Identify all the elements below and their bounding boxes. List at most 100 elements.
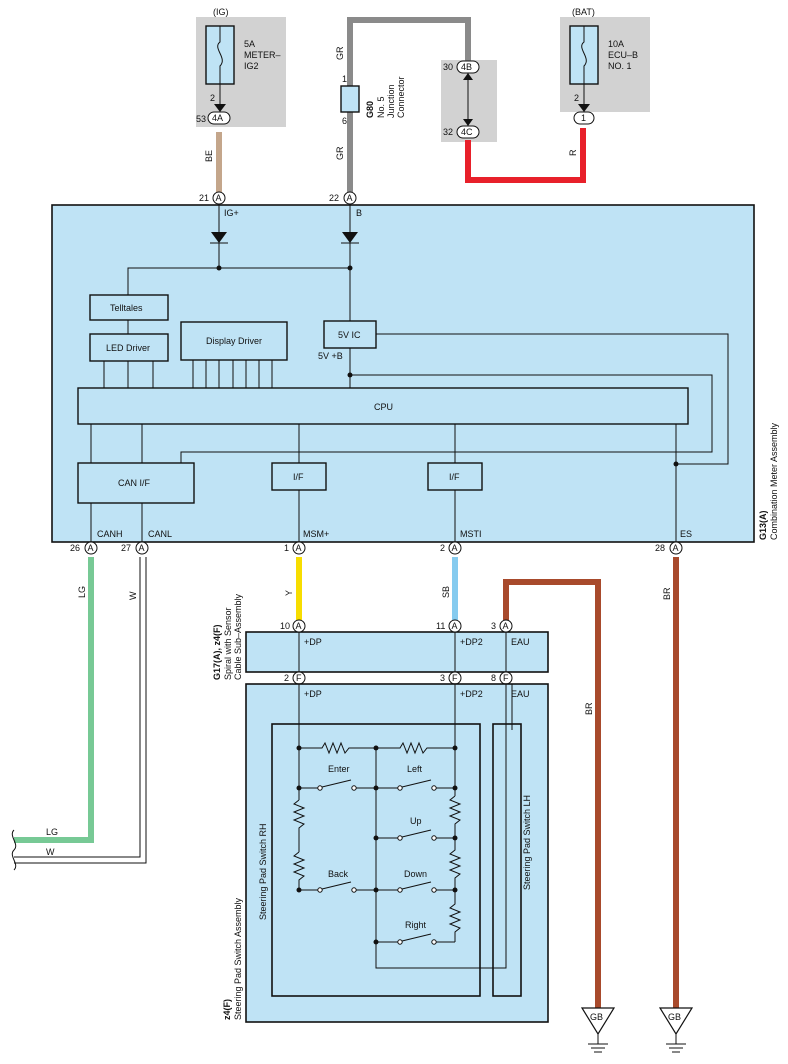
switch-left-icon [401, 779, 432, 788]
wire-label-lg: LG [77, 586, 87, 598]
ic-5v-block [323, 320, 377, 349]
switch-right-icon [401, 933, 432, 942]
spiral-f-pin-2: 2 [284, 673, 289, 683]
switch-enter-icon [321, 779, 352, 788]
spiral-dp2-label: +DP2 [460, 637, 483, 647]
meter-pin-26: 26 [70, 543, 80, 553]
display-driver-block [180, 321, 288, 361]
meter-pin-1-conn [292, 541, 306, 555]
g80-line3: Connector [396, 76, 406, 118]
spiral-pin-3a-label: A [503, 621, 509, 631]
wire-label-lg-bottom: LG [46, 827, 58, 837]
spiral-f-pin-8-label: F [503, 673, 509, 683]
spiral-line1: Spiral with Sensor [223, 607, 233, 680]
wire-label-gr-top: GR [335, 46, 345, 60]
ig-name2: IG2 [244, 61, 259, 71]
meter-pin-28: 28 [655, 543, 665, 553]
meter-name: Combination Meter Assembly [769, 422, 779, 540]
led-driver-label: LED Driver [106, 343, 150, 353]
meter-pin-26-label: A [88, 543, 94, 553]
junction-pin-bot: 32 [443, 127, 453, 137]
switch-back-label: Back [328, 869, 349, 879]
ig-pin-a: 2 [210, 93, 215, 103]
switch-enter-label: Enter [328, 764, 350, 774]
meter-canl-label: CANL [148, 529, 172, 539]
wire-label-be: BE [204, 150, 214, 162]
spiral-id: G17(A), z4(F) [212, 624, 222, 680]
g80-id: G80 [365, 101, 375, 118]
meter-pin-1-label: A [296, 543, 302, 553]
switch-down-icon [401, 881, 432, 890]
bat-arrow-icon [578, 104, 590, 112]
bat-name2: NO. 1 [608, 61, 632, 71]
spiral-pin-11: 11 [436, 621, 445, 631]
meter-msti-label: MSTI [460, 529, 482, 539]
if2-block [427, 462, 483, 491]
steering-eau-label: EAU [511, 689, 530, 699]
spiral-f-pin-3-label: F [452, 673, 458, 683]
led-driver-block [89, 333, 169, 362]
meter-pin-27: 27 [121, 543, 131, 553]
ground-right-label: GB [668, 1012, 681, 1022]
switch-right-label: Right [405, 920, 427, 930]
ig-arrow-icon [214, 104, 226, 112]
junction-connector-bottom [456, 125, 480, 139]
meter-pin-1: 1 [284, 543, 289, 553]
switch-rh-label: Steering Pad Switch RH [258, 823, 268, 920]
steering-id: z4(F) [222, 999, 232, 1020]
switch-left-label: Left [407, 764, 423, 774]
switch-up-label: Up [410, 816, 422, 826]
telltales-label: Telltales [110, 303, 143, 313]
resistor-6-icon [448, 836, 462, 890]
resistor-4-icon [292, 851, 306, 890]
junction-pin-top: 30 [443, 62, 453, 72]
ig-label: (IG) [213, 7, 229, 17]
wire-label-sb: SB [441, 586, 451, 598]
junction-conn-top: 4B [461, 62, 472, 72]
meter-pin-22-label: A [347, 193, 353, 203]
ig-name1: METER– [244, 50, 281, 60]
wire-r [465, 128, 586, 183]
if1-label: I/F [293, 472, 304, 482]
switch-up-icon [401, 829, 432, 838]
switch-rh-box [271, 723, 481, 997]
switch-lh-box [492, 723, 522, 997]
ig-rating: 5A [244, 39, 255, 49]
meter-pin-26-conn [84, 541, 98, 555]
bat-pin-a: 2 [574, 93, 579, 103]
meter-pin-2-label: A [452, 543, 458, 553]
spiral-pin-11-label: A [452, 621, 458, 631]
resistor-1-icon [299, 741, 376, 755]
cpu-label: CPU [374, 402, 393, 412]
if2-label: I/F [449, 472, 460, 482]
v5b-label: 5V +B [318, 351, 343, 361]
junction-arrow-up-icon [463, 73, 473, 80]
wire-label-w-bottom: W [46, 847, 55, 857]
spiral-pin-10: 10 [280, 621, 290, 631]
diode-b-icon [342, 232, 358, 243]
g80-pin-top: 1 [342, 74, 347, 84]
meter-id: G13(A) [758, 510, 768, 540]
meter-pin-2-conn [448, 541, 462, 555]
resistor-2-icon [376, 741, 455, 755]
bat-label: (BAT) [572, 7, 595, 17]
wire-w-b [14, 557, 147, 864]
spiral-cable-box [245, 631, 549, 673]
spiral-line2: Cable Sub–Assembly [233, 593, 243, 680]
steering-pad-assembly-box [245, 683, 549, 1023]
meter-pin-27-conn [135, 541, 149, 555]
switch-back-icon [321, 881, 352, 890]
wire-label-br-right: BR [662, 587, 672, 600]
ig-fuse-icon [217, 26, 223, 84]
steering-name: Steering Pad Switch Assembly [233, 897, 243, 1020]
steering-dp2-label: +DP2 [460, 689, 483, 699]
g80-line2: Junction [386, 84, 396, 118]
ig-pin-b: 53 [196, 114, 206, 124]
meter-pin-22: 22 [329, 193, 339, 203]
meter-pin-21-label: A [216, 193, 222, 203]
g80-line1: No. 5 [376, 96, 386, 118]
junction-arrow-down-icon [463, 119, 473, 126]
spiral-f-pin-2-label: F [296, 673, 302, 683]
steering-dp-label: +DP [304, 689, 322, 699]
